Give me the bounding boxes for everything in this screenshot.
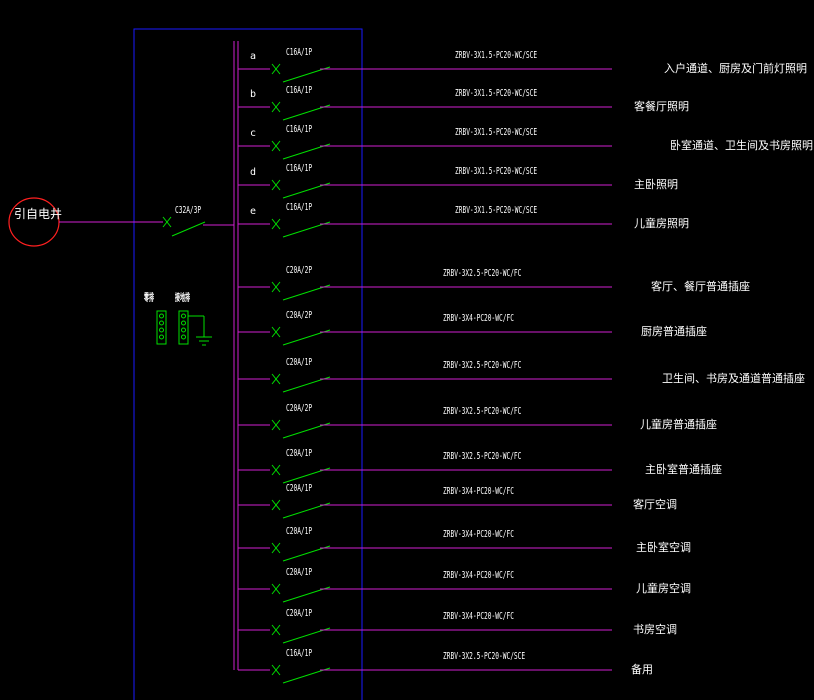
circuit-8: [238, 373, 612, 393]
circuit-13: [238, 583, 612, 603]
circuit-7: [238, 326, 612, 346]
n-terminal-bar: [156, 310, 167, 345]
main-breaker-rating: C32A/3P: [175, 205, 202, 216]
branch-breaker-symbol: [271, 281, 331, 301]
load-description: 卫生间、书房及通道普通插座: [662, 372, 805, 385]
outgoing-circuits: [238, 63, 612, 684]
circuit-2: [238, 101, 612, 121]
branch-breaker-symbol: [271, 63, 331, 83]
circuit-4: [238, 179, 612, 199]
phase-label: e: [250, 206, 257, 217]
distribution-box-outline: [133, 28, 363, 700]
branch-breaker-symbol: [271, 140, 331, 160]
branch-breaker-symbol: [271, 179, 331, 199]
n-terminal-label: 零排: [144, 293, 154, 304]
load-description: 客餐厅照明: [634, 100, 689, 113]
cable-spec: ZRBV-3X4-PC20-WC/FC: [443, 570, 514, 581]
load-description: 入户通道、厨房及门前灯照明: [664, 62, 807, 75]
load-description: 主卧照明: [634, 178, 678, 191]
load-description: 主卧室普通插座: [645, 463, 722, 476]
circuit-15: [238, 664, 612, 684]
branch-breaker-symbol: [271, 583, 331, 603]
cable-spec: ZRBV-3X2.5-PC20-WC/FC: [443, 406, 522, 417]
branch-breaker-symbol: [271, 419, 331, 439]
source-circle: [8, 197, 60, 247]
load-description: 儿童房空调: [636, 582, 691, 595]
cable-spec: ZRBV-3X1.5-PC20-WC/SCE: [455, 166, 538, 177]
breaker-rating: C20A/1P: [286, 608, 313, 619]
pe-terminal-bar: [178, 310, 205, 345]
branch-breaker-symbol: [271, 373, 331, 393]
cable-spec: ZRBV-3X2.5-PC20-WC/FC: [443, 268, 522, 279]
load-description: 客厅空调: [633, 498, 677, 511]
cable-spec: ZRBV-3X1.5-PC20-WC/SCE: [455, 205, 538, 216]
breaker-rating: C20A/1P: [286, 483, 313, 494]
branch-breaker-symbol: [271, 464, 331, 484]
load-description: 客厅、餐厅普通插座: [651, 280, 750, 293]
branch-breaker-symbol: [271, 542, 331, 562]
pe-terminal-label: 接地排: [175, 293, 190, 304]
ground-symbol: [196, 336, 212, 346]
cable-spec: ZRBV-3X4-PC20-WC/FC: [443, 313, 514, 324]
breaker-rating: C16A/1P: [286, 124, 313, 135]
circuit-9: [238, 419, 612, 439]
phase-label: a: [250, 51, 257, 62]
load-description: 备用: [631, 663, 653, 676]
load-description: 书房空调: [633, 623, 677, 636]
breaker-rating: C20A/1P: [286, 526, 313, 537]
circuit-10: [238, 464, 612, 484]
breaker-rating: C20A/1P: [286, 357, 313, 368]
breaker-rating: C20A/1P: [286, 567, 313, 578]
cable-spec: ZRBV-3X1.5-PC20-WC/SCE: [455, 127, 538, 138]
circuit-3: [238, 140, 612, 160]
phase-label: d: [250, 167, 257, 178]
load-description: 厨房普通插座: [641, 325, 707, 338]
phase-label: b: [250, 89, 257, 100]
circuit-6: [238, 281, 612, 301]
branch-breaker-symbol: [271, 624, 331, 644]
breaker-rating: C16A/1P: [286, 648, 313, 659]
circuit-5: [238, 218, 612, 238]
cable-spec: ZRBV-3X2.5-PC20-WC/SCE: [443, 651, 526, 662]
load-description: 卧室通道、卫生间及书房照明: [670, 139, 813, 152]
source-label: 引自电井: [14, 207, 63, 221]
cable-spec: ZRBV-3X2.5-PC20-WC/FC: [443, 360, 522, 371]
branch-breaker-symbol: [271, 218, 331, 238]
cable-spec: ZRBV-3X1.5-PC20-WC/SCE: [455, 88, 538, 99]
circuit-11: [238, 499, 612, 519]
breaker-rating: C20A/2P: [286, 403, 313, 414]
branch-breaker-symbol: [271, 101, 331, 121]
load-description: 儿童房普通插座: [640, 418, 717, 431]
cable-spec: ZRBV-3X1.5-PC20-WC/SCE: [455, 50, 538, 61]
circuit-12: [238, 542, 612, 562]
cable-spec: ZRBV-3X4-PC20-WC/FC: [443, 611, 514, 622]
circuit-1: [238, 63, 612, 83]
main-breaker-symbol: [162, 216, 206, 237]
breaker-rating: C20A/2P: [286, 265, 313, 276]
breaker-rating: C16A/1P: [286, 163, 313, 174]
branch-breaker-symbol: [271, 326, 331, 346]
cable-spec: ZRBV-3X4-PC20-WC/FC: [443, 486, 514, 497]
phase-label: c: [250, 128, 257, 139]
cable-spec: ZRBV-3X2.5-PC20-WC/FC: [443, 451, 522, 462]
load-description: 主卧室空调: [636, 541, 691, 554]
breaker-rating: C16A/1P: [286, 85, 313, 96]
circuit-14: [238, 624, 612, 644]
load-description: 儿童房照明: [634, 217, 689, 230]
breaker-rating: C16A/1P: [286, 202, 313, 213]
branch-breaker-symbol: [271, 499, 331, 519]
breaker-rating: C20A/1P: [286, 448, 313, 459]
branch-breaker-symbol: [271, 664, 331, 684]
breaker-rating: C20A/2P: [286, 310, 313, 321]
breaker-rating: C16A/1P: [286, 47, 313, 58]
cable-spec: ZRBV-3X4-PC20-WC/FC: [443, 529, 514, 540]
